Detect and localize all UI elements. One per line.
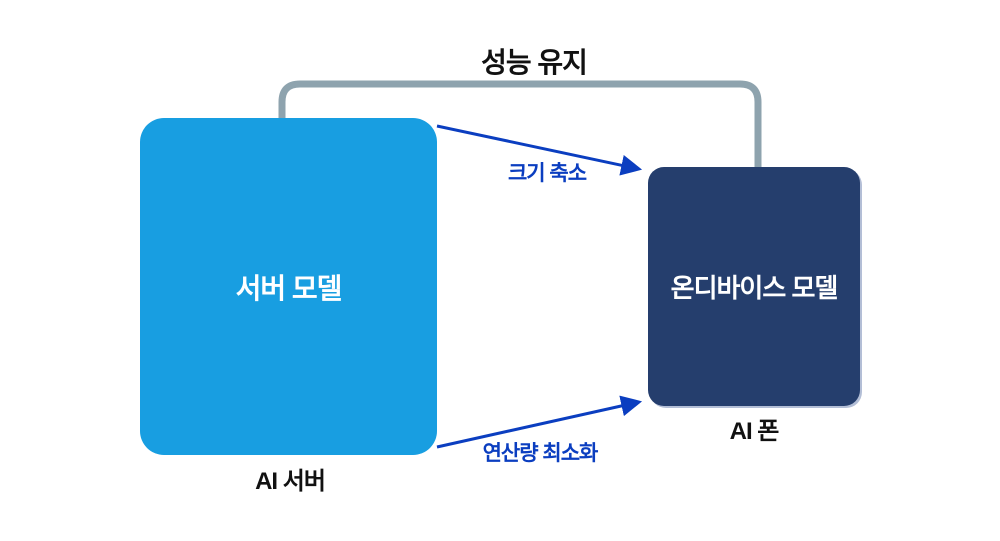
device-caption: AI 폰 [729, 418, 780, 445]
server-caption: AI 서버 [255, 468, 326, 495]
size-reduction-arrow-label: 크기 축소 [507, 162, 587, 185]
server-model-box: 서버 모델 [140, 118, 437, 455]
server-model-label: 서버 모델 [235, 272, 343, 304]
computation-minimization-arrow-label: 연산량 최소화 [482, 442, 599, 465]
computation-minimization-arrow [436, 395, 643, 449]
size-reduction-arrow [436, 124, 643, 176]
performance-bracket-title: 성능 유지 [481, 47, 588, 78]
ondevice-model-box: 온디바이스 모델 [648, 167, 860, 406]
performance-bracket-connector [278, 80, 762, 169]
ondevice-model-label: 온디바이스 모델 [670, 273, 839, 303]
